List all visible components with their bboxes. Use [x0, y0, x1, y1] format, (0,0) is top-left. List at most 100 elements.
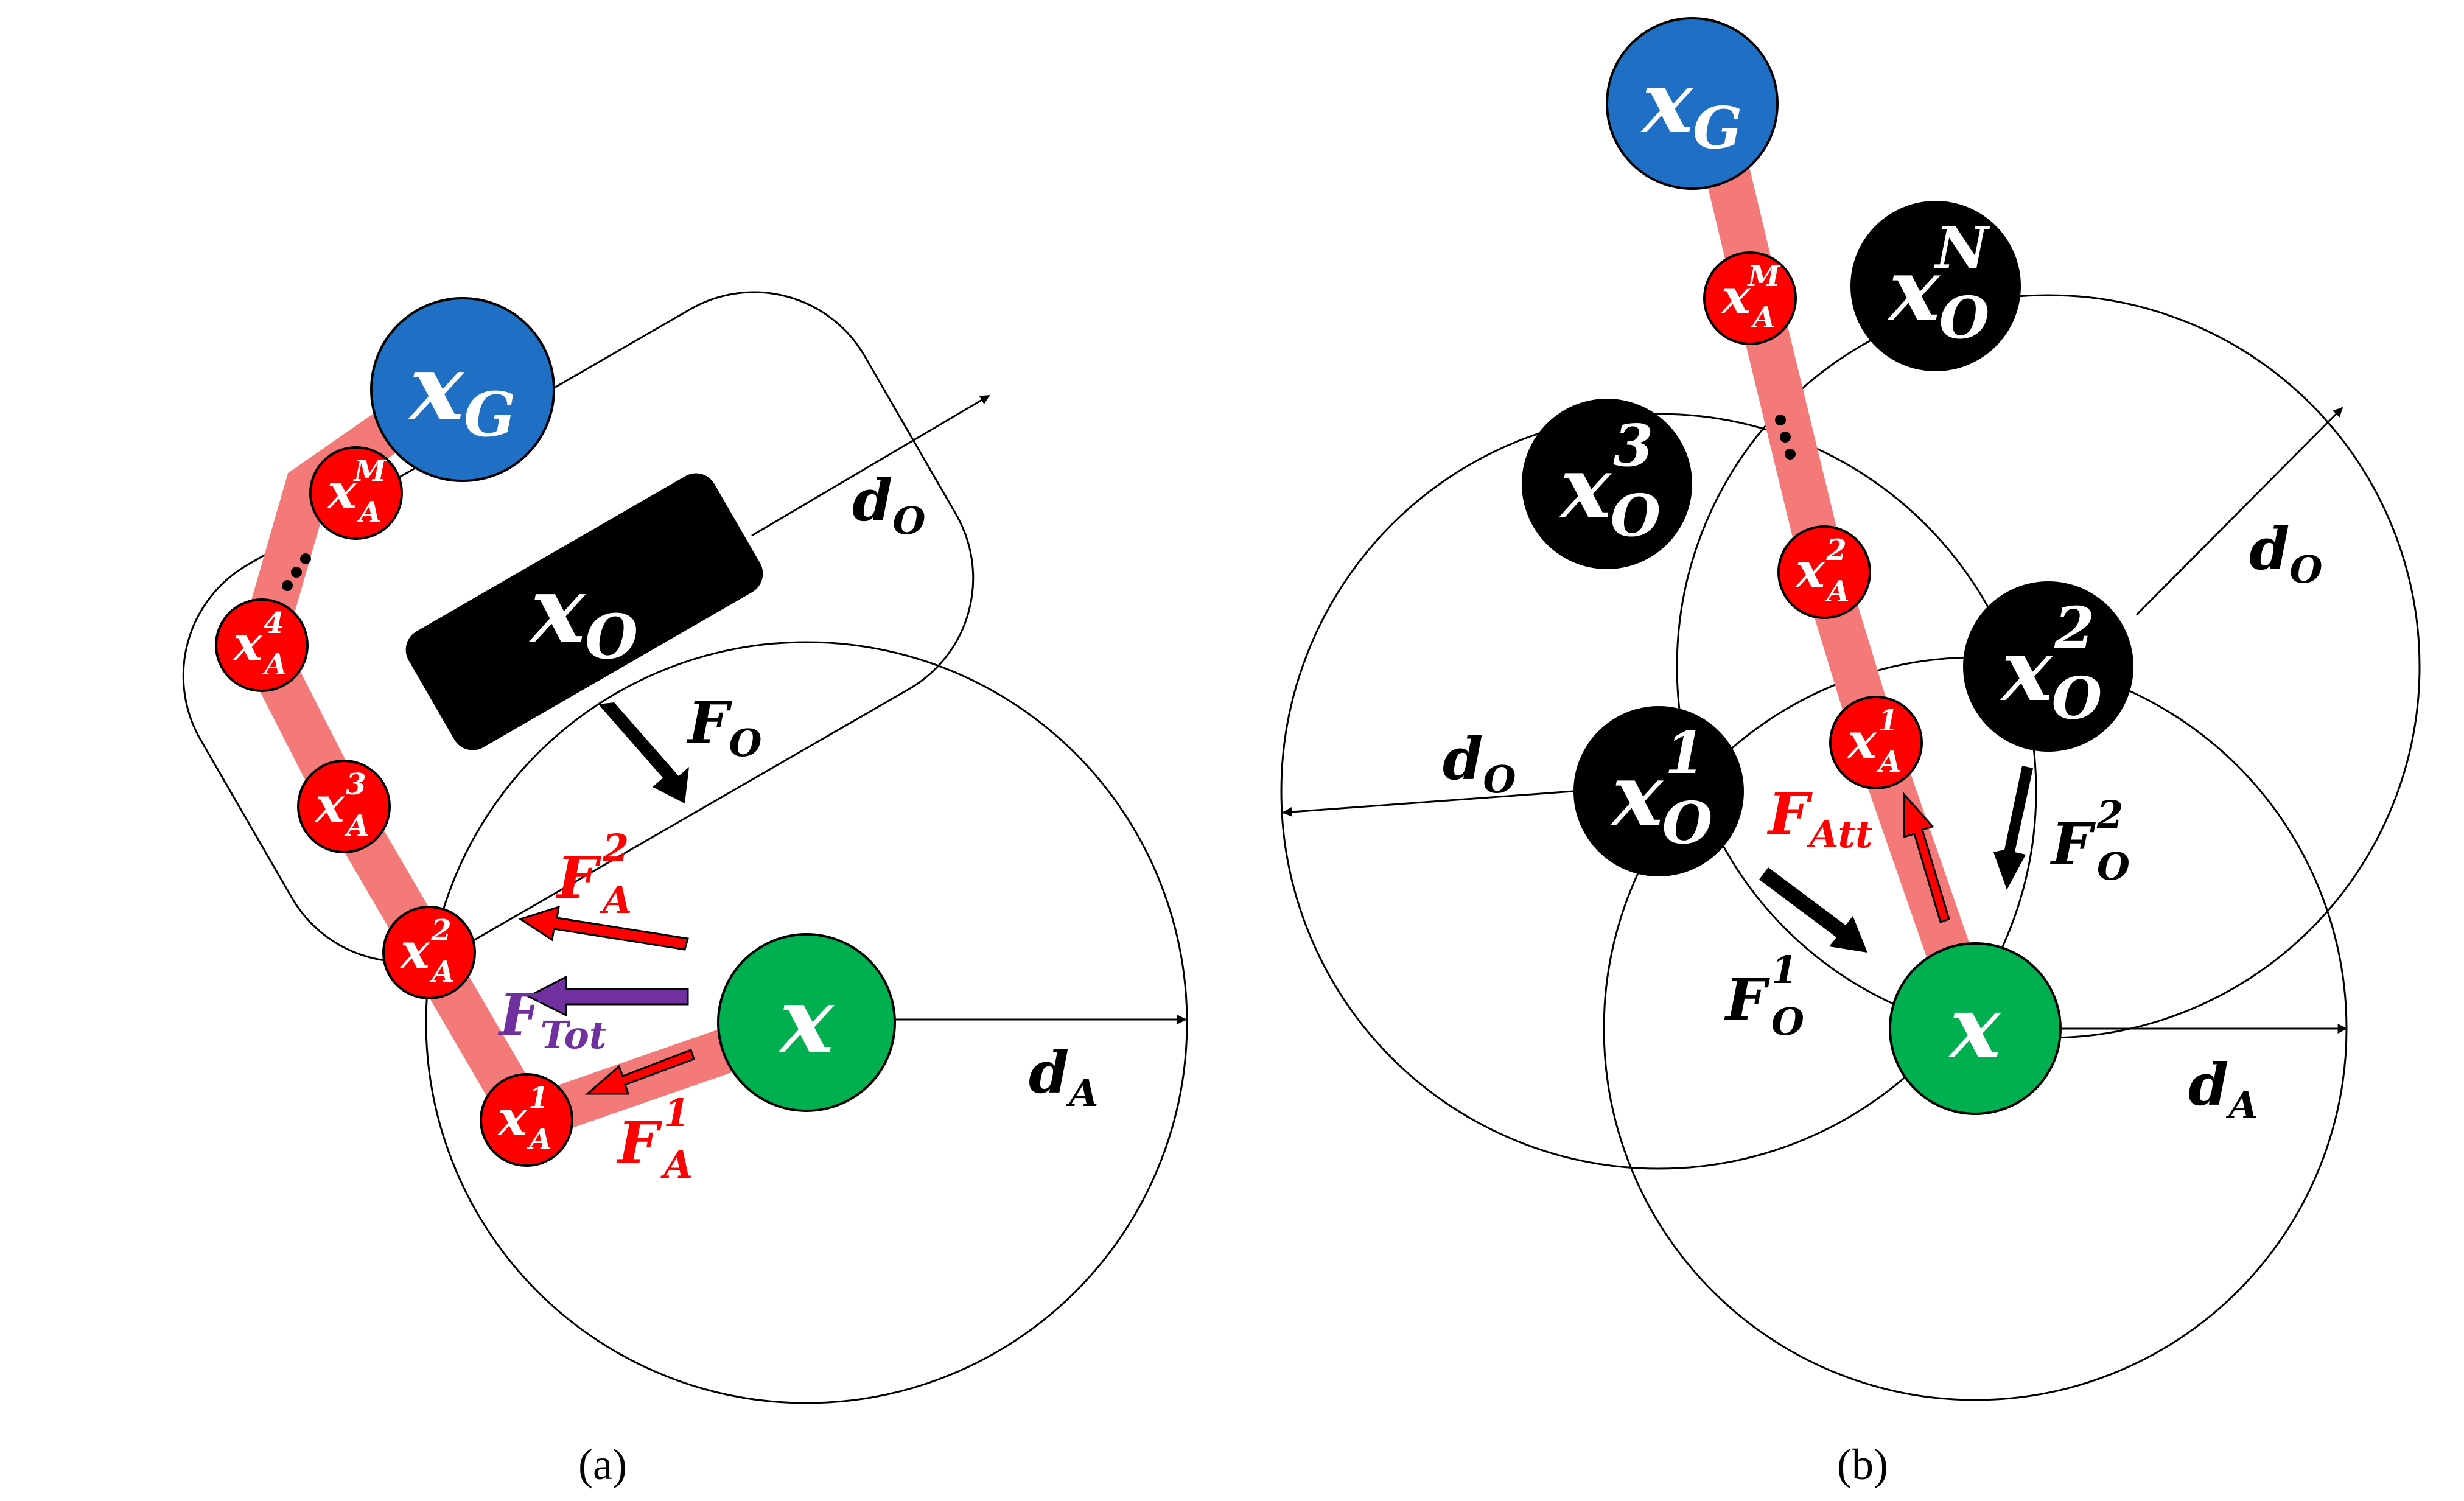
force-a2-arrow: [518, 905, 689, 951]
force-a1-arrow: [584, 1049, 695, 1095]
force-o2-arrow: [1993, 766, 2033, 890]
svg-text:2: 2: [2054, 595, 2095, 662]
svg-text:A: A: [262, 648, 287, 682]
svg-text:A: A: [344, 809, 369, 843]
label-d-a-b: dA: [2188, 1051, 2258, 1127]
label-d-a: dA: [1029, 1039, 1099, 1115]
obstacle-radius-arrow-left: [1282, 790, 1574, 817]
svg-text:O: O: [1939, 284, 1990, 352]
svg-text:A: A: [660, 1142, 693, 1187]
svg-text:A: A: [1750, 301, 1775, 335]
force-total-arrow: [526, 975, 689, 1017]
svg-text:4: 4: [264, 606, 284, 640]
svg-text:A: A: [429, 955, 454, 989]
svg-text:3: 3: [1613, 412, 1653, 480]
label-f-o2: F 2 O: [2049, 792, 2130, 889]
waypoint-b1: x 1 A: [1829, 696, 1923, 789]
svg-text:A: A: [527, 1122, 551, 1156]
svg-text:A: A: [1876, 745, 1901, 779]
svg-text:M: M: [1746, 259, 1781, 293]
goal-node: xG: [370, 297, 555, 482]
svg-text:x: x: [1720, 268, 1751, 325]
label-f-a2: F 2 A: [555, 826, 632, 922]
svg-text:x: x: [1610, 746, 1664, 845]
obstacle-node: xO: [405, 473, 763, 751]
waypoint-am: x M A: [309, 446, 403, 540]
waypoint-a1: x 1 A: [480, 1073, 573, 1167]
svg-text:x: x: [1887, 240, 1941, 340]
waypoint-a2: x 2 A: [382, 906, 476, 999]
svg-text:O: O: [2052, 665, 2102, 732]
force-att-arrow: [1903, 792, 1950, 923]
obstacle-node-o1: x 1 O: [1573, 706, 1744, 876]
svg-text:F: F: [2049, 811, 2096, 878]
agent-node: x: [717, 933, 896, 1112]
label-f-o: FO: [686, 689, 761, 765]
svg-text:N: N: [1934, 214, 1990, 282]
svg-text:F: F: [1724, 966, 1770, 1034]
svg-text:O: O: [1662, 789, 1713, 857]
obstacle-node-on: x N O: [1850, 201, 2021, 371]
label-d-o-right: dO: [2249, 516, 2322, 592]
panel-b: xG x 1 O x 2 O x 3 O x N O: [1280, 17, 2421, 1489]
label-f-tot: FTot: [497, 981, 607, 1057]
svg-text:1: 1: [528, 1081, 548, 1115]
svg-text:O: O: [1771, 999, 1804, 1044]
panel-a: xG xO x 1 A x 2 A x 3: [182, 291, 1188, 1489]
svg-text:2: 2: [602, 826, 629, 870]
svg-text:x: x: [399, 922, 430, 979]
svg-text:x: x: [1846, 712, 1877, 769]
obstacle-node-o2: x 2 O: [1963, 581, 2133, 752]
waypoint-a3: x 3 A: [297, 760, 391, 853]
svg-text:2: 2: [430, 914, 451, 948]
label-d-o-left: dO: [1443, 726, 1516, 802]
svg-text:x: x: [2000, 621, 2053, 721]
svg-text:M: M: [352, 454, 387, 488]
obstacle-radius-circle-o1: [1280, 413, 2037, 1170]
svg-text:x: x: [326, 463, 357, 520]
svg-text:1: 1: [1878, 704, 1898, 738]
svg-text:2: 2: [1825, 533, 1846, 567]
svg-text:xG: xG: [1640, 53, 1743, 162]
force-o1-arrow: [1759, 867, 1867, 953]
label-f-att: FAtt: [1766, 780, 1873, 856]
svg-text:O: O: [1611, 482, 1661, 550]
ellipsis-dots: [282, 553, 311, 591]
attraction-radius-circle: [425, 641, 1188, 1404]
svg-text:x: x: [314, 776, 345, 833]
svg-text:1: 1: [1665, 719, 1705, 787]
svg-text:x: x: [1558, 438, 1612, 538]
svg-text:A: A: [600, 878, 632, 922]
waypoint-b2: x 2 A: [1777, 525, 1871, 619]
ellipsis-dots-b: [1775, 415, 1796, 460]
obstacle-node-o3: x 3 O: [1522, 399, 1692, 569]
waypoint-a4: x 4 A: [215, 598, 309, 692]
svg-text:2: 2: [2096, 792, 2123, 837]
agent-node-b: x: [1889, 942, 2062, 1115]
label-f-a1: F 1 A: [616, 1091, 693, 1187]
force-obstacle-arrow: [598, 702, 689, 803]
svg-text:A: A: [356, 495, 381, 530]
goal-node-b: xG: [1606, 17, 1779, 190]
svg-text:x: x: [1948, 978, 2001, 1078]
svg-text:O: O: [2097, 844, 2130, 889]
label-d-o: dO: [852, 467, 925, 543]
svg-text:x: x: [232, 615, 263, 672]
svg-text:A: A: [1824, 575, 1849, 609]
obstacle-radius-arrow: [751, 394, 990, 537]
svg-text:1: 1: [1771, 948, 1797, 992]
caption-b: (b): [1837, 1440, 1888, 1489]
obstacle-radius-arrow-right: [2135, 407, 2343, 616]
svg-text:xG: xG: [408, 334, 516, 450]
svg-text:x: x: [777, 967, 835, 1074]
svg-text:x: x: [1794, 542, 1825, 599]
waypoint-bm: x M A: [1703, 251, 1797, 345]
svg-text:x: x: [497, 1090, 528, 1147]
svg-text:1: 1: [663, 1091, 690, 1135]
svg-text:xO: xO: [529, 556, 639, 673]
svg-text:3: 3: [346, 768, 366, 802]
svg-text:F: F: [555, 844, 601, 912]
label-f-o1: F 1 O: [1724, 948, 1804, 1044]
svg-text:F: F: [616, 1109, 662, 1177]
